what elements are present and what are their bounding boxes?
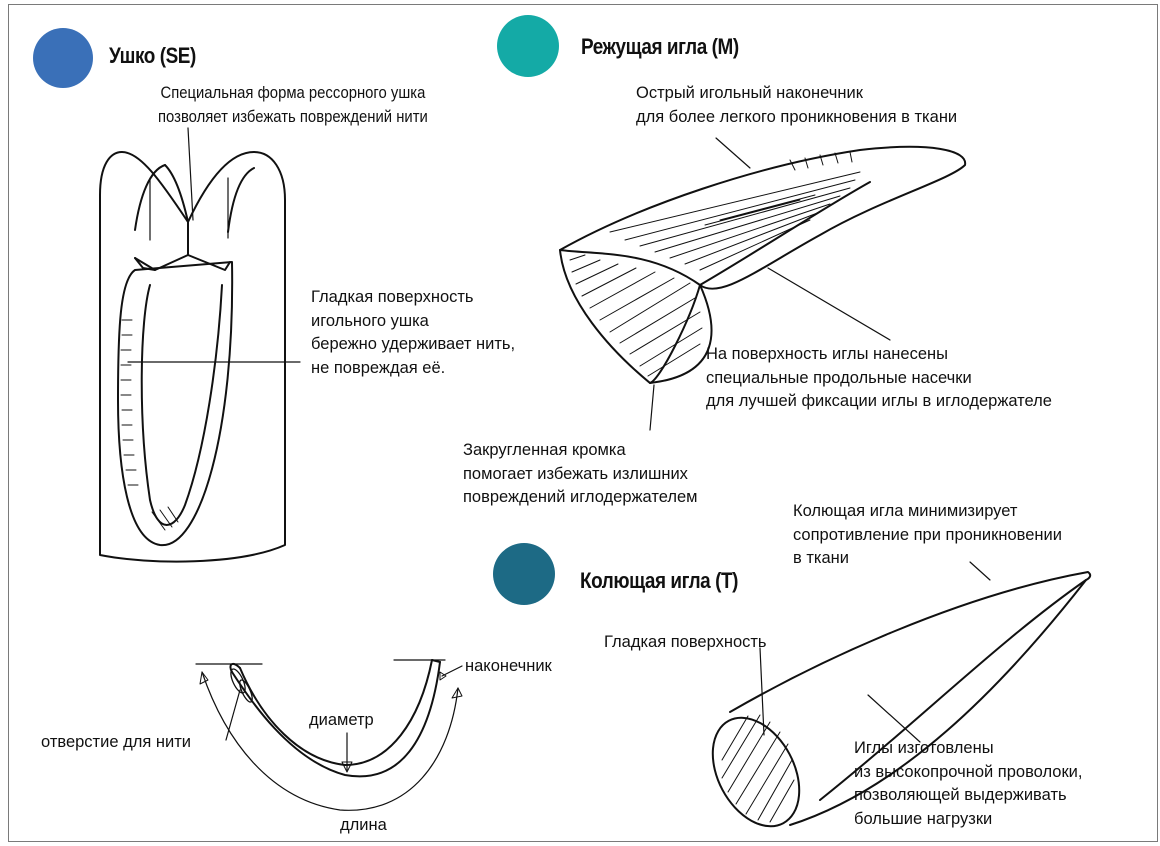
cutting-tip-note-line: для более легкого проникновения в ткани — [636, 107, 958, 126]
eye-shape-note-line: Специальная форма рессорного ушка — [160, 84, 426, 102]
anatomy-length-label: длина — [340, 816, 387, 834]
eye-shape-note-line: позволяет избежать повреждений нити — [158, 107, 428, 126]
anatomy-eye-hole-label: отверстие для нити — [41, 733, 191, 751]
cutting-ribs-note: На поверхность иглы нанесены специальные… — [706, 343, 1052, 414]
cutting-ribs-note-line: для лучшей фиксации иглы в иглодержателе — [706, 392, 1052, 410]
eye-surface-note-line: игольного ушка — [311, 311, 429, 330]
eye-surface-note: Гладкая поверхность игольного ушка береж… — [311, 286, 515, 380]
eye-needle-drawing — [99, 127, 301, 563]
cutting-section-dot — [497, 15, 559, 77]
eye-shape-note: Специальная форма рессорного ушка позвол… — [158, 82, 428, 129]
taper-resistance-note: Колющая игла минимизирует сопротивление … — [793, 500, 1062, 571]
taper-wire-note-line: позволяющей выдерживать — [854, 786, 1067, 804]
eye-section-dot — [33, 28, 93, 88]
cutting-ribs-note-line: На поверхность иглы нанесены — [706, 345, 948, 363]
cutting-edge-note-line: помогает избежать излишних — [463, 464, 688, 483]
taper-section-dot — [493, 543, 555, 605]
cutting-tip-note: Острый игольный наконечник для более лег… — [636, 82, 957, 129]
anatomy-tip-label: наконечник — [465, 657, 552, 675]
cutting-ribs-note-line: специальные продольные насечки — [706, 368, 972, 387]
cutting-edge-note: Закругленная кромка помогает избежать из… — [463, 439, 698, 510]
taper-resistance-note-line: в ткани — [793, 549, 849, 567]
eye-surface-note-line: Гладкая поверхность — [311, 288, 474, 306]
taper-wire-note-line: Иглы изготовлены — [854, 739, 994, 757]
eye-section-title: Ушко (SE) — [109, 43, 196, 68]
eye-surface-note-line: бережно удерживает нить, — [311, 335, 516, 353]
anatomy-diameter-label: диаметр — [309, 711, 374, 729]
eye-surface-note-line: не повреждая её. — [311, 358, 446, 377]
taper-wire-note-line: большие нагрузки — [854, 809, 993, 828]
taper-resistance-note-line: Колющая игла минимизирует — [793, 502, 1018, 520]
taper-surface-note: Гладкая поверхность — [604, 633, 767, 651]
cutting-tip-note-line: Острый игольный наконечник — [636, 84, 863, 102]
cutting-edge-note-line: Закругленная кромка — [463, 441, 626, 459]
taper-wire-note-line: из высокопрочной проволоки, — [854, 762, 1083, 781]
taper-needle-drawing — [711, 561, 1092, 828]
cutting-section-title: Режущая игла (M) — [581, 34, 739, 59]
diagram-frame — [8, 4, 1158, 842]
taper-resistance-note-line: сопротивление при проникновении — [793, 525, 1062, 544]
cutting-edge-note-line: повреждений иглодержателем — [463, 488, 698, 506]
cutting-needle-drawing — [559, 137, 967, 431]
taper-section-title: Колющая игла (T) — [580, 568, 738, 593]
taper-wire-note: Иглы изготовлены из высокопрочной провол… — [854, 737, 1083, 831]
anatomy-needle-drawing — [195, 659, 463, 811]
